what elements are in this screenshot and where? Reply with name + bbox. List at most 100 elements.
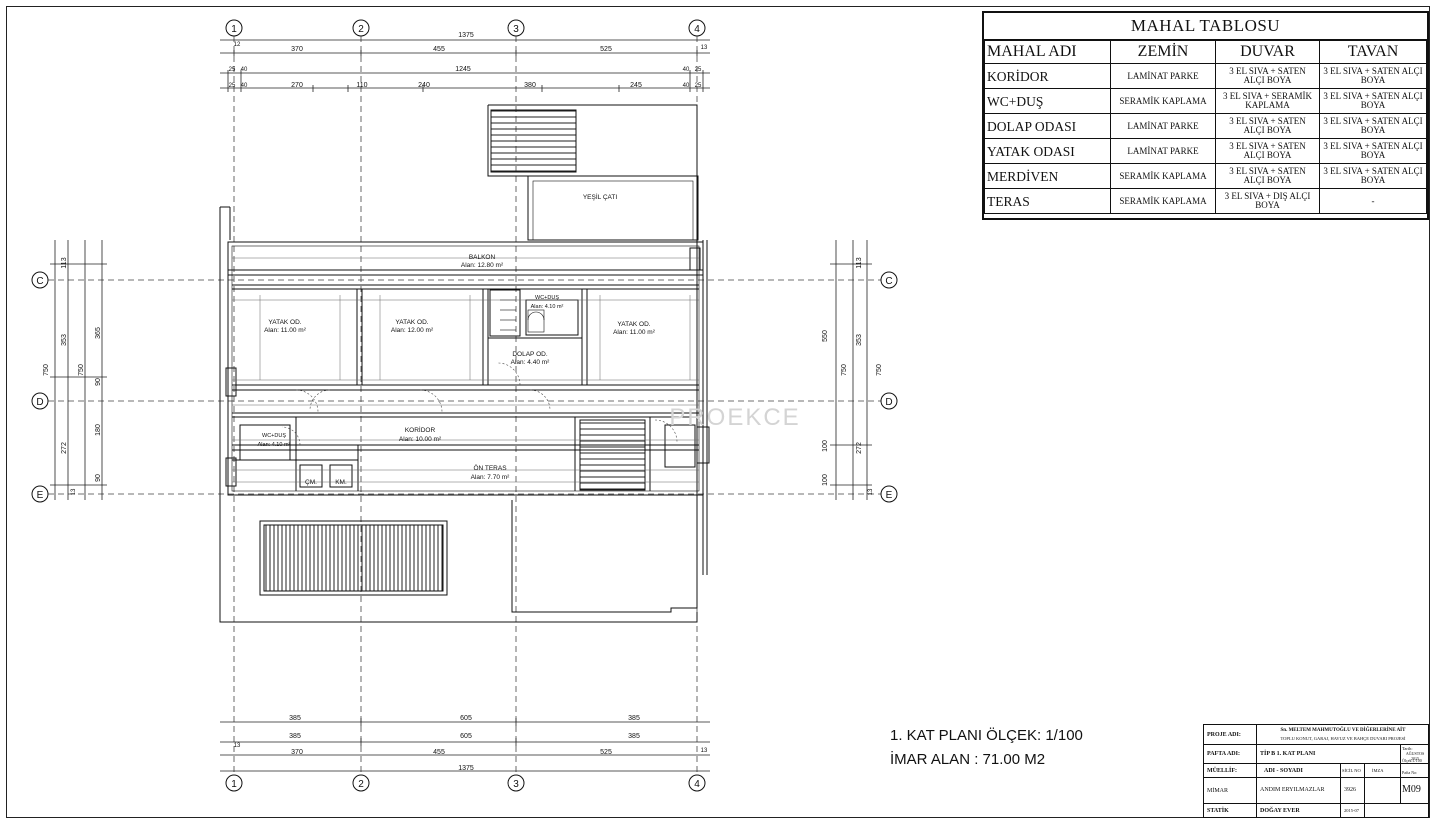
watermark: PROEKCE: [669, 404, 800, 431]
tb-row-muellif: MÜELLİF: ADI - SOYADI SİCİL NO İMZA Paft…: [1204, 764, 1428, 778]
axis-bubble-row-d-right: D: [880, 392, 898, 410]
dim: 370: [291, 749, 303, 756]
table-row: DOLAP ODASI LAMİNAT PARKE 3 EL SIVA + SA…: [984, 113, 1427, 139]
tb-row-statik: STATİK DOĞAY EVER 2015-07: [1204, 804, 1428, 818]
room-name: YEŞİL ÇATI: [583, 192, 618, 201]
room-name: WC+DUŞ: [535, 295, 559, 301]
svg-text:D: D: [885, 397, 892, 408]
room-name: BALKON: [469, 254, 496, 261]
dim: 750: [841, 364, 848, 376]
dim-edge: 13: [701, 748, 708, 754]
svg-text:D: D: [36, 397, 43, 408]
side-dimension-lines: [50, 240, 872, 500]
svg-text:3: 3: [513, 24, 519, 35]
room-area: Alan: 4.40 m²: [511, 359, 550, 366]
tb-tarih-label: Tarih:: [1402, 746, 1413, 751]
dim: 180: [95, 424, 102, 436]
dim: 750: [876, 364, 883, 376]
dim: 750: [43, 364, 50, 376]
table-row: YATAK ODASI LAMİNAT PARKE 3 EL SIVA + SA…: [984, 138, 1427, 164]
tb-proje-value2: TOPLU KONUT, GARAJ, HAVUZ VE BAHÇE DUVAR…: [1280, 736, 1406, 741]
room-area: Alan: 4.10 m²: [531, 304, 564, 310]
mahal-table-header-row: MAHAL ADI ZEMİN DUVAR TAVAN: [984, 40, 1427, 64]
axis-bubble-col-4: 4: [688, 19, 706, 37]
tb-statik-label: STATİK: [1207, 808, 1229, 814]
dim: 750: [78, 364, 85, 376]
tb-pafta-no: M09: [1402, 784, 1421, 795]
svg-text:4: 4: [694, 24, 700, 35]
room-name: YATAK OD.: [395, 319, 428, 326]
dim: 385: [628, 733, 640, 740]
dim: 13: [868, 488, 874, 495]
cell-mahal: DOLAP ODASI: [984, 113, 1111, 139]
dim-top: 455: [433, 46, 445, 53]
building-outline: [219, 104, 708, 623]
plan-caption: 1. KAT PLANI ÖLÇEK: 1/100 İMAR ALAN : 71…: [890, 724, 1083, 772]
cell-tavan: 3 EL SIVA + SATEN ALÇI BOYA: [1319, 113, 1427, 139]
cell-zemin: SERAMİK KAPLAMA: [1110, 163, 1216, 189]
axis-bubble-row-c-right: C: [880, 271, 898, 289]
dim: 40: [241, 67, 248, 73]
axis-bubble-row-e-right: E: [880, 485, 898, 503]
door-swings: [281, 362, 678, 446]
axis-bubble-col-2-bottom: 2: [352, 774, 370, 792]
tb-mimar-name: ANDIM ERYILMAZLAR: [1260, 787, 1325, 793]
dim: 100: [822, 474, 829, 486]
room-name: KORİDOR: [405, 425, 436, 434]
header-mahal-adi: MAHAL ADI: [984, 40, 1111, 64]
dim-top-total: 1375: [458, 32, 474, 39]
axis-bubble-col-2: 2: [352, 19, 370, 37]
svg-text:3: 3: [513, 779, 519, 790]
cell-zemin: LAMİNAT PARKE: [1110, 113, 1216, 139]
room-area: Alan: 4.10 m²: [258, 442, 291, 448]
axis-bubble-row-c-left: C: [31, 271, 49, 289]
axis-bubble-col-4-bottom: 4: [688, 774, 706, 792]
tb-sicil-no: SİCİL NO: [1342, 768, 1361, 773]
roof-vent-hatch: [490, 109, 577, 173]
dim: 605: [460, 733, 472, 740]
svg-text:4: 4: [694, 779, 700, 790]
plan-title: 1. KAT PLANI ÖLÇEK: 1/100: [890, 727, 1083, 744]
dim-top: 370: [291, 46, 303, 53]
tb-adi-soyadi: ADI - SOYADI: [1264, 768, 1303, 774]
axis-bubble-col-1-bottom: 1: [225, 774, 243, 792]
dim: 455: [433, 749, 445, 756]
mahal-table-title: MAHAL TABLOSU: [984, 13, 1427, 40]
room-area: Alan: 12.80 m²: [461, 262, 504, 269]
tb-proje-label: PROJE ADI:: [1207, 732, 1241, 738]
dim: 113: [856, 257, 863, 268]
dim: 365: [95, 327, 102, 339]
room-area: Alan: 12.00 m²: [391, 327, 434, 334]
tb-olcek: Ölçek:1/100: [1402, 758, 1422, 763]
room-name: WC+DUŞ: [262, 433, 286, 439]
imar-area: İMAR ALAN : 71.00 M2: [890, 751, 1046, 768]
tb-imza: İMZA: [1372, 768, 1384, 773]
dim: 40: [683, 67, 690, 73]
skylight-hatch: [259, 520, 448, 596]
dim: 100: [822, 440, 829, 452]
fixture-cm: ÇM.: [305, 479, 317, 486]
cell-duvar: 3 EL SIVA + SATEN ALÇI BOYA: [1215, 113, 1320, 139]
table-row: MERDİVEN SERAMİK KAPLAMA 3 EL SIVA + SAT…: [984, 163, 1427, 189]
dim: 25: [695, 67, 702, 73]
svg-text:E: E: [37, 490, 44, 501]
side-dimension-texts: 750 353 272 113 365 750 90 180 90 13 750…: [43, 257, 883, 495]
tb-row-proje: PROJE ADI: Sn. MELTEM MAHMUTOĞLU VE DİĞE…: [1204, 725, 1428, 745]
room-area: Alan: 7.70 m²: [471, 474, 510, 481]
cell-tavan: -: [1319, 188, 1427, 214]
cell-tavan: 3 EL SIVA + SATEN ALÇI BOYA: [1319, 163, 1427, 189]
dim: 1245: [455, 66, 471, 73]
axis-bubble-col-3: 3: [507, 19, 525, 37]
tb-mimar-no: 3926: [1344, 787, 1356, 793]
cell-mahal: WC+DUŞ: [984, 88, 1111, 114]
dim: 40: [241, 83, 248, 89]
dim: 90: [95, 378, 102, 386]
room-name: DOLAP OD.: [512, 351, 547, 358]
room-area: Alan: 10.00 m²: [399, 436, 442, 443]
cell-zemin: SERAMİK KAPLAMA: [1110, 88, 1216, 114]
dim: 353: [61, 334, 68, 346]
dim: 270: [291, 82, 303, 89]
header-tavan: TAVAN: [1319, 40, 1427, 64]
cell-mahal: MERDİVEN: [984, 163, 1111, 189]
